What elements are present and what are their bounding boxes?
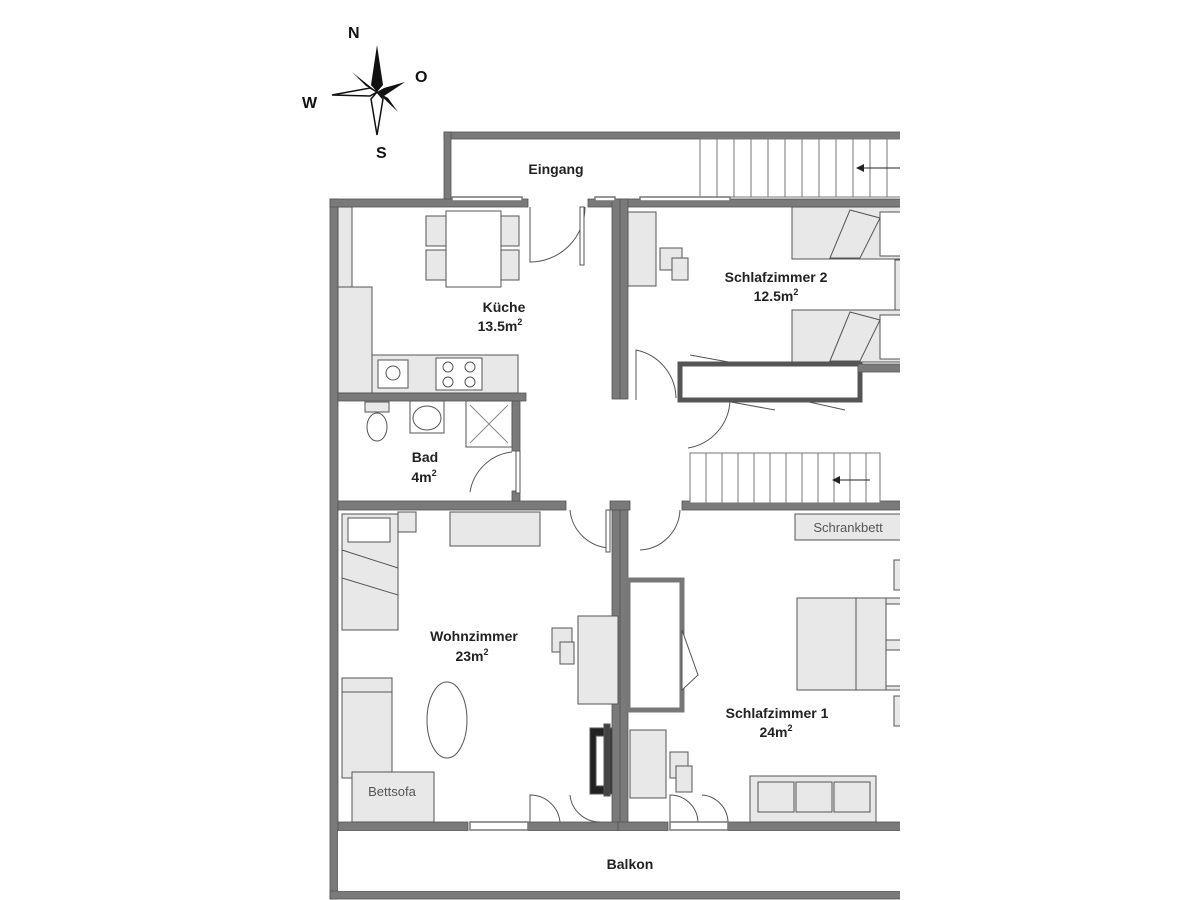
room-label-bedroom1: Schlafzimmer 1 — [726, 705, 829, 721]
doors — [469, 206, 846, 823]
room-label-balcony: Balkon — [607, 856, 654, 872]
room-label-kitchen: Küche — [483, 299, 526, 315]
kitchen-furniture — [337, 206, 520, 394]
svg-text:23m2: 23m2 — [455, 647, 488, 664]
svg-text:4m2: 4m2 — [411, 468, 436, 485]
bedroom2-furniture — [627, 206, 900, 363]
living-furniture — [341, 511, 619, 823]
room-area-bath-exp: 2 — [432, 468, 437, 478]
compass-south: S — [376, 145, 387, 162]
room-area-kitchen: 13.5m — [478, 318, 518, 334]
staircase-hall — [689, 452, 881, 504]
staircase-top — [699, 138, 900, 198]
room-area-living-exp: 2 — [484, 647, 489, 657]
room-label-bedroom2: Schlafzimmer 2 — [725, 269, 828, 285]
room-label-entrance: Eingang — [528, 161, 583, 177]
compass-rose: N O S W — [302, 25, 427, 162]
furniture-label-sofa-bed: Bettsofa — [368, 784, 416, 799]
svg-text:13.5m2: 13.5m2 — [478, 317, 523, 334]
room-area-bedroom2-exp: 2 — [793, 287, 798, 297]
compass-west: W — [302, 95, 318, 112]
compass-north: N — [348, 25, 360, 42]
room-area-bedroom1-exp: 2 — [788, 723, 793, 733]
windows — [451, 196, 731, 831]
room-area-bath: 4m — [411, 469, 431, 485]
room-area-bedroom1: 24m — [759, 724, 787, 740]
balcony-area — [338, 831, 900, 891]
room-area-kitchen-exp: 2 — [517, 317, 522, 327]
compass-east: O — [415, 69, 427, 86]
svg-text:24m2: 24m2 — [759, 723, 792, 740]
room-label-bath: Bad — [412, 449, 438, 465]
room-area-bedroom2: 12.5m — [754, 288, 794, 304]
bath-furniture — [364, 400, 513, 448]
svg-text:12.5m2: 12.5m2 — [754, 287, 799, 304]
furniture-label-murphy-bed: Schrankbett — [813, 520, 883, 535]
room-label-living: Wohnzimmer — [430, 628, 518, 644]
room-area-living: 23m — [455, 648, 483, 664]
bedroom1-furniture — [625, 513, 900, 823]
